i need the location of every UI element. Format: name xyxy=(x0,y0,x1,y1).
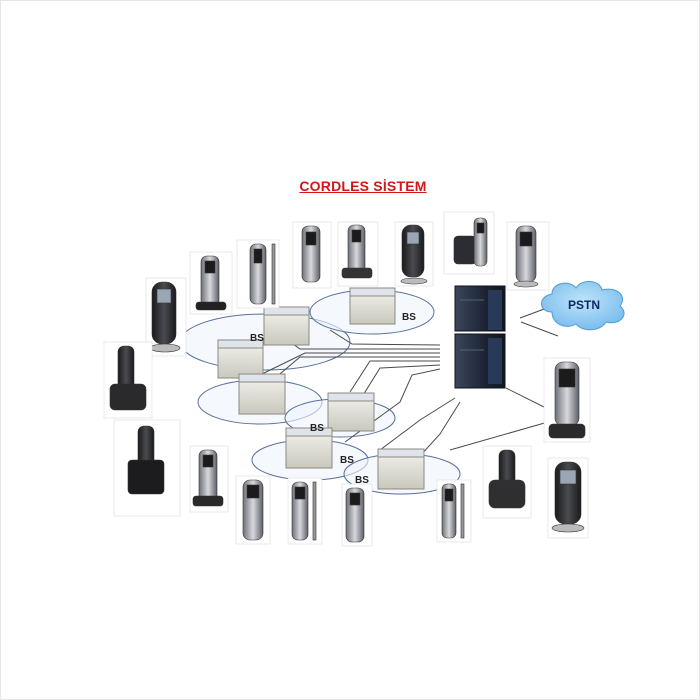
cordless-phone-icon xyxy=(287,477,323,545)
cordless-phone-icon xyxy=(189,251,233,315)
cordless-phone-icon xyxy=(436,479,472,543)
cordless-phone-icon xyxy=(292,221,332,289)
base-station-icon xyxy=(349,287,396,325)
handsets xyxy=(103,211,591,547)
pstn-label: PSTN xyxy=(568,298,600,312)
cordless-phone-icon xyxy=(236,239,280,309)
pstn-cloud: PSTN xyxy=(541,281,625,331)
cordless-phone-icon xyxy=(145,277,187,357)
bs-labels: BS BS BS BS BS xyxy=(250,312,416,486)
bs-label: BS xyxy=(340,455,354,466)
base-station-icon xyxy=(238,373,286,415)
cordless-phone-icon xyxy=(103,341,153,419)
cordless-phone-icon xyxy=(506,221,550,291)
base-station-icon xyxy=(377,448,425,490)
cordless-phone-icon xyxy=(547,457,589,539)
cloud-icon xyxy=(541,281,625,331)
cordless-phone-icon xyxy=(543,357,591,443)
diagram-title: CORDLES SİSTEM xyxy=(299,178,427,194)
base-station-icon xyxy=(285,427,333,469)
pbx-server xyxy=(454,285,506,389)
bs-label: BS xyxy=(250,333,264,344)
base-stations xyxy=(217,287,425,490)
bs-label: BS xyxy=(310,423,324,434)
base-station-icon xyxy=(263,306,310,346)
bs-label: BS xyxy=(355,475,369,486)
cordless-phone-icon xyxy=(341,483,373,547)
cordless-phone-icon xyxy=(482,445,532,519)
cordless-phone-icon xyxy=(235,475,271,545)
bs-label: BS xyxy=(402,312,416,323)
cordless-phone-icon xyxy=(189,445,229,513)
cordless-phone-icon xyxy=(337,221,379,287)
cordless-phone-icon xyxy=(443,211,495,275)
cordless-phone-icon xyxy=(394,221,434,287)
cordless-phone-icon xyxy=(113,419,181,517)
base-station-icon xyxy=(217,339,264,379)
base-station-icon xyxy=(327,392,375,432)
